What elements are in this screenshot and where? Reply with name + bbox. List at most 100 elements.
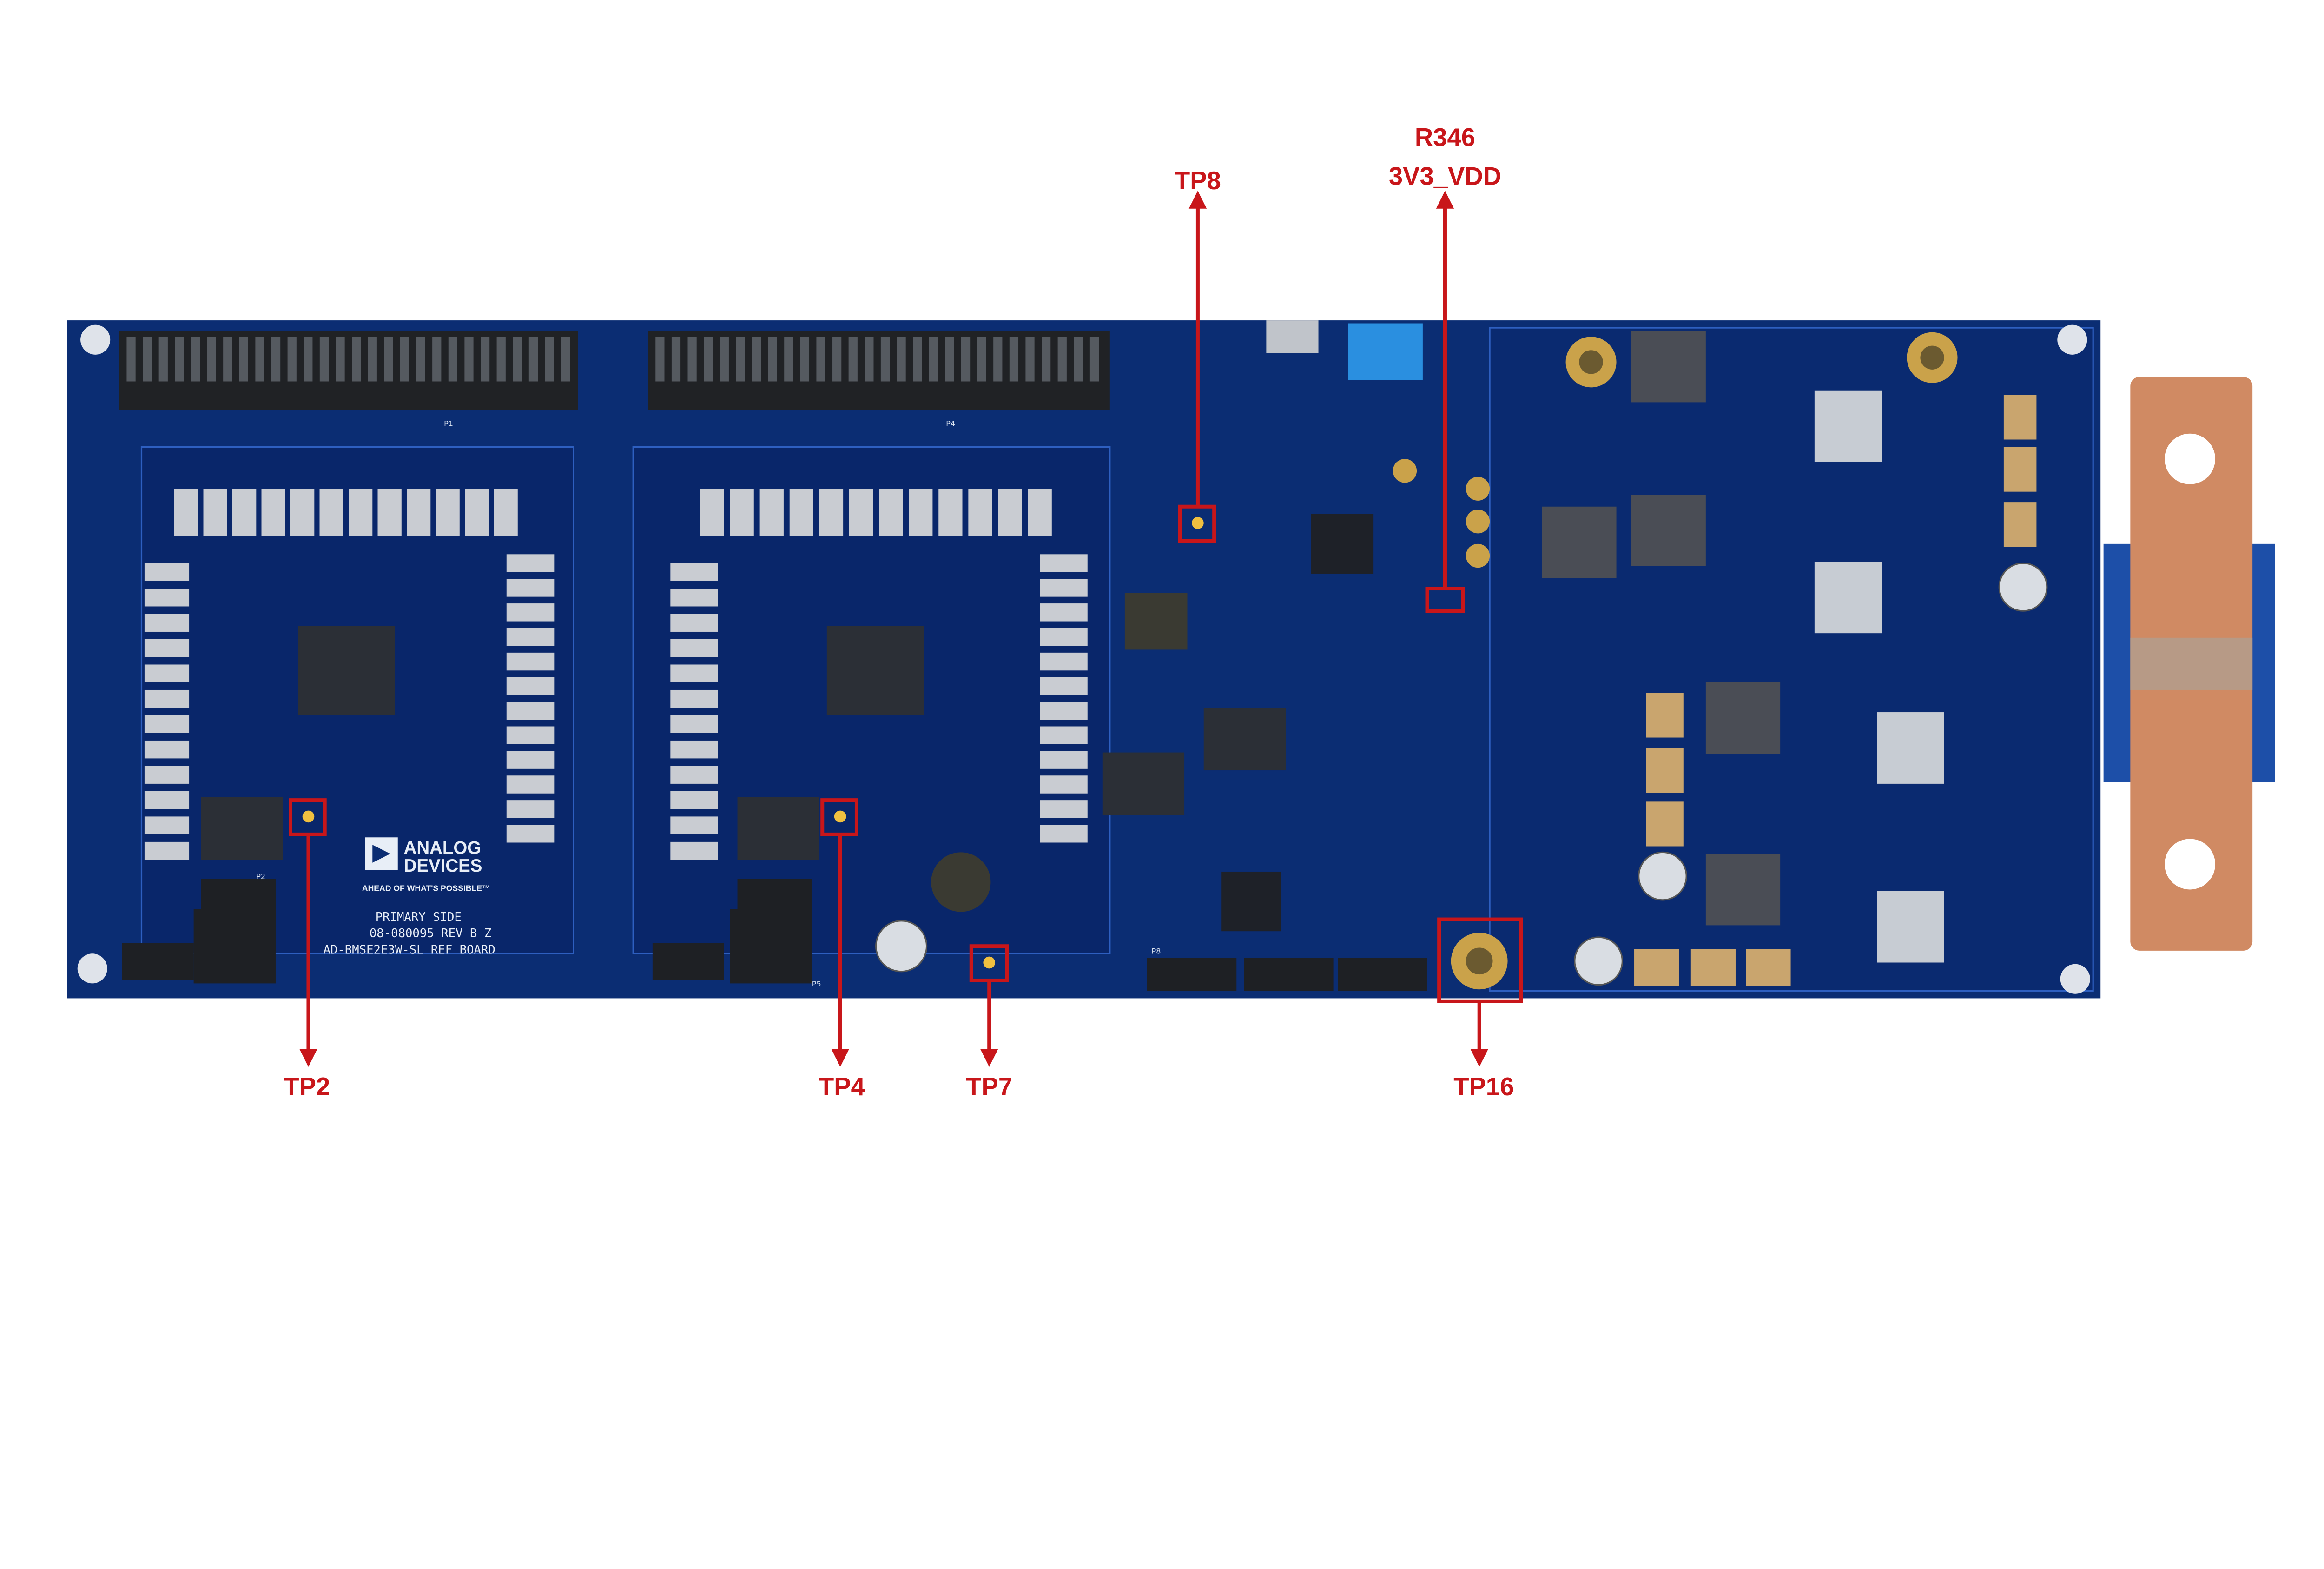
resistor-pad xyxy=(407,489,431,536)
connector-label: P8 xyxy=(1152,947,1161,955)
resistor-pad xyxy=(203,489,227,536)
header-pin xyxy=(1042,337,1051,382)
copper-busbar xyxy=(2103,377,2275,951)
silkscreen-part-number: 08-080095 REV B Z xyxy=(370,927,491,940)
header-pin xyxy=(448,337,457,382)
silkscreen-board-name: AD-BMSE2E3W-SL REF BOARD xyxy=(324,943,495,957)
callout-tp2: TP2 xyxy=(284,1072,330,1101)
header-pin xyxy=(993,337,1003,382)
resistor-pad xyxy=(506,702,555,720)
resistor-pad xyxy=(290,489,315,536)
header-pin xyxy=(384,337,393,382)
header-pin xyxy=(832,337,842,382)
resistor-pad xyxy=(144,791,190,809)
header-pin xyxy=(929,337,938,382)
logo-line2: DEVICES xyxy=(404,856,482,876)
resistor-pad xyxy=(349,489,373,536)
resistor-pad xyxy=(436,489,460,536)
header-pin xyxy=(1057,337,1067,382)
header-pin xyxy=(352,337,361,382)
resistor-pad xyxy=(1040,677,1088,695)
resistor-pad xyxy=(998,489,1022,536)
header-pin xyxy=(513,337,522,382)
header-pin xyxy=(528,337,538,382)
resistor-pad xyxy=(319,489,343,536)
ic xyxy=(201,797,283,860)
resistor-pad xyxy=(506,603,555,622)
header-pin xyxy=(977,337,986,382)
resistor-pad xyxy=(1040,579,1088,597)
resistor-pad xyxy=(506,652,555,671)
header-p1 xyxy=(119,331,578,410)
resistor-pad xyxy=(506,726,555,744)
header-pin xyxy=(545,337,554,382)
analog-devices-logo: ANALOG DEVICES AHEAD OF WHAT'S POSSIBLE™ xyxy=(362,837,490,893)
resistor-pad xyxy=(1028,489,1052,536)
resistor-pad xyxy=(1040,702,1088,720)
header-pin xyxy=(848,337,858,382)
shunt-components xyxy=(1814,390,1944,963)
header-pin xyxy=(704,337,713,382)
small-test-points xyxy=(302,517,1204,969)
resistor-pad xyxy=(730,489,754,536)
header-pin xyxy=(464,337,474,382)
header-pin xyxy=(913,337,922,382)
header-pin xyxy=(1009,337,1019,382)
callout-3v3-vdd: 3V3_VDD xyxy=(1389,162,1501,190)
header-pin xyxy=(400,337,409,382)
resistor-pad xyxy=(1040,825,1088,843)
resistor-pad xyxy=(1040,554,1088,572)
resistor-pad xyxy=(670,740,718,759)
resistor-pad xyxy=(494,489,518,536)
header-pin xyxy=(319,337,329,382)
power-inductor xyxy=(931,852,991,912)
callout-markers xyxy=(288,198,1523,1061)
annotated-pcb-diagram: ANALOG DEVICES AHEAD OF WHAT'S POSSIBLE™… xyxy=(67,123,2275,1101)
resistor-pad xyxy=(670,841,718,860)
header-pin xyxy=(223,337,232,382)
header-pin xyxy=(336,337,345,382)
resistor-pad xyxy=(670,639,718,657)
header-pin xyxy=(143,337,152,382)
header-pin xyxy=(736,337,745,382)
resistor-pad xyxy=(670,589,718,607)
connector-label: P4 xyxy=(946,419,955,428)
resistor-pad xyxy=(700,489,724,536)
resistor-pad xyxy=(1040,800,1088,818)
resistor-pad xyxy=(759,489,784,536)
header-pin xyxy=(655,337,665,382)
header-pin xyxy=(287,337,297,382)
resistor-pad xyxy=(670,614,718,632)
header-pin xyxy=(271,337,281,382)
header-pin xyxy=(1089,337,1099,382)
resistor-pad xyxy=(261,489,285,536)
header-pin xyxy=(175,337,184,382)
resistor-pad xyxy=(174,489,198,536)
mounting-holes xyxy=(77,324,2090,994)
resistor-pad xyxy=(144,664,190,682)
tp16-highlight-box xyxy=(1437,917,1523,1003)
resistor-pad xyxy=(1040,652,1088,671)
connector-label: P2 xyxy=(256,872,265,881)
connector-label: P1 xyxy=(444,419,453,428)
resistor-pad xyxy=(879,489,903,536)
usb-connector xyxy=(1266,320,1319,353)
header-pin xyxy=(207,337,216,382)
capacitors xyxy=(1634,395,2037,986)
resistor-pad xyxy=(144,639,190,657)
callout-r346: R346 xyxy=(1415,123,1475,152)
header-pin xyxy=(432,337,442,382)
header-pin xyxy=(961,337,971,382)
electrolytic-capacitors xyxy=(875,562,2048,986)
resistor-pad xyxy=(1040,751,1088,769)
ic xyxy=(298,626,395,715)
header-p4 xyxy=(648,331,1110,410)
resistor-pad xyxy=(819,489,844,536)
resistor-pad xyxy=(789,489,814,536)
resistor-pad xyxy=(849,489,873,536)
header-pin xyxy=(126,337,136,382)
resistor-pad xyxy=(670,563,718,581)
header-pin xyxy=(945,337,954,382)
resistor-pad xyxy=(144,689,190,708)
header-pin xyxy=(561,337,570,382)
